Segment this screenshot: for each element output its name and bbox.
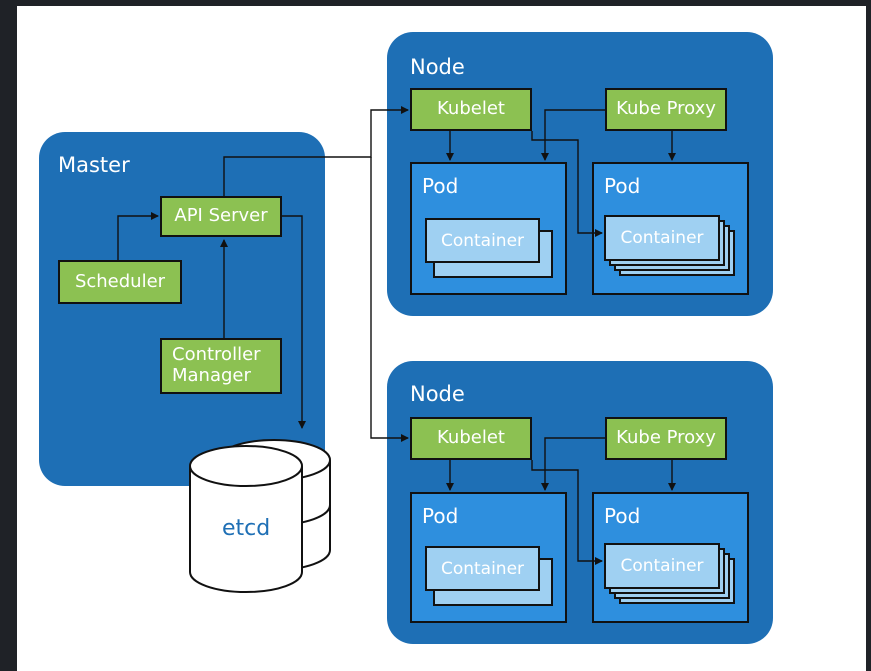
node-title-2: Node xyxy=(410,382,465,406)
controller-manager-line2: Manager xyxy=(172,365,251,386)
pod-title: Pod xyxy=(604,174,641,198)
kube-proxy-to-pod-arrow xyxy=(541,437,605,491)
api-to-etcd-arrow xyxy=(282,215,306,429)
kube-proxy-box-1: Kube Proxy xyxy=(605,88,727,131)
api-server-box: API Server xyxy=(160,196,282,237)
api-to-kubelet-2-arrow xyxy=(370,157,409,442)
pod-title: Pod xyxy=(422,174,459,198)
pod-title: Pod xyxy=(422,504,459,528)
kube-proxy-to-pod-arrow xyxy=(541,109,605,161)
kubelet-to-container-arrow xyxy=(531,131,603,237)
api-to-kubelet-1-arrow xyxy=(223,106,409,196)
scheduler-box: Scheduler xyxy=(58,260,182,304)
kubelet-box-1: Kubelet xyxy=(410,88,532,131)
scheduler-to-api-arrow xyxy=(117,212,159,260)
node-title-1: Node xyxy=(410,55,465,79)
etcd-label: etcd xyxy=(222,516,271,541)
kubelet-box-2: Kubelet xyxy=(410,417,532,460)
container-box: Container xyxy=(604,215,720,261)
pod-title: Pod xyxy=(604,504,641,528)
container-box: Container xyxy=(425,218,540,263)
controller-manager-box: Controller Manager xyxy=(160,338,282,394)
controller-manager-line1: Controller xyxy=(172,344,261,366)
container-box: Container xyxy=(604,543,720,589)
etcd-database-icon xyxy=(189,439,331,593)
master-panel xyxy=(39,132,325,486)
kubelet-to-container-arrow xyxy=(531,460,603,565)
kube-proxy-box-2: Kube Proxy xyxy=(605,417,727,460)
master-title: Master xyxy=(58,153,130,177)
container-box: Container xyxy=(425,546,540,591)
